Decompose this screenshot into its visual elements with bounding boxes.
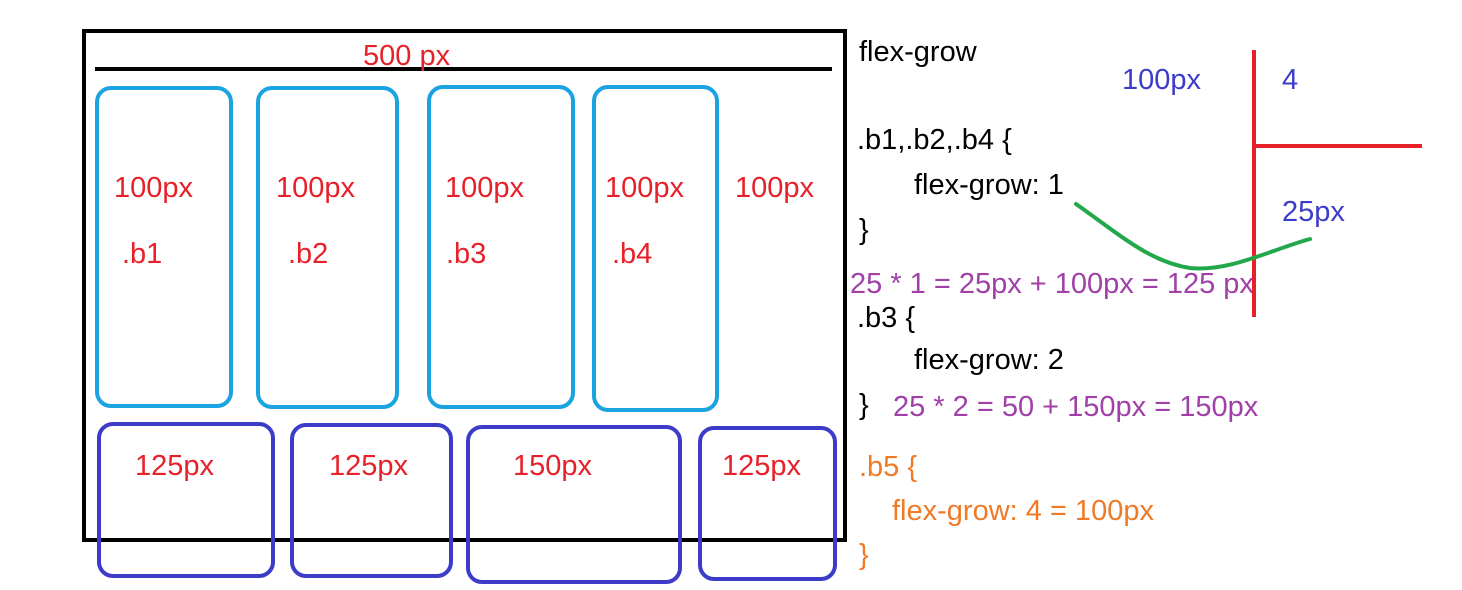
box-b1-size: 100px — [114, 172, 194, 204]
box-b3-size: 100px — [445, 172, 525, 204]
code-heading: flex-grow — [859, 36, 977, 68]
rule2-selector: .b3 { — [857, 302, 916, 334]
rule3-declaration: flex-grow: 4 = 100px — [892, 495, 1154, 527]
rule3-close: } — [859, 539, 869, 571]
box-b1-name: .b1 — [122, 238, 163, 270]
grown-box-b3 — [466, 425, 682, 584]
container-width-line — [95, 67, 832, 71]
box-b4-size: 100px — [605, 172, 685, 204]
rule1-close: } — [859, 214, 869, 246]
rule3-selector: .b5 { — [859, 451, 918, 483]
box-b4-name: .b4 — [612, 238, 653, 270]
quotient-pointer-curve — [1074, 202, 1312, 271]
box-b2-name: .b2 — [288, 238, 329, 270]
free-space-label: 100px — [735, 172, 815, 204]
rule1-declaration: flex-grow: 1 — [914, 169, 1064, 201]
rule2-declaration: flex-grow: 2 — [914, 344, 1064, 376]
container-width-label: 500 px — [363, 40, 451, 72]
grown-box-b2-size: 125px — [329, 450, 409, 482]
division-divisor: 4 — [1282, 64, 1299, 96]
grown-box-b3-size: 150px — [513, 450, 593, 482]
division-dividend: 100px — [1122, 64, 1202, 96]
box-b1 — [95, 86, 233, 408]
box-b3-name: .b3 — [446, 238, 487, 270]
rule1-selector: .b1,.b2,.b4 { — [857, 124, 1012, 156]
grown-box-b1-size: 125px — [135, 450, 215, 482]
rule2-calculation: 25 * 2 = 50 + 150px = 150px — [893, 391, 1259, 423]
division-quotient: 25px — [1282, 196, 1345, 228]
box-b4 — [592, 85, 719, 412]
box-b2-size: 100px — [276, 172, 356, 204]
rule1-calculation: 25 * 1 = 25px + 100px = 125 px — [850, 268, 1254, 300]
grown-box-b2 — [290, 423, 453, 578]
grown-box-b4 — [698, 426, 837, 581]
box-b3 — [427, 85, 575, 409]
box-b2 — [256, 86, 399, 409]
rule2-close: } — [859, 389, 869, 421]
grown-box-b4-size: 125px — [722, 450, 802, 482]
flex-container — [82, 29, 847, 542]
grown-box-b1 — [97, 422, 275, 578]
